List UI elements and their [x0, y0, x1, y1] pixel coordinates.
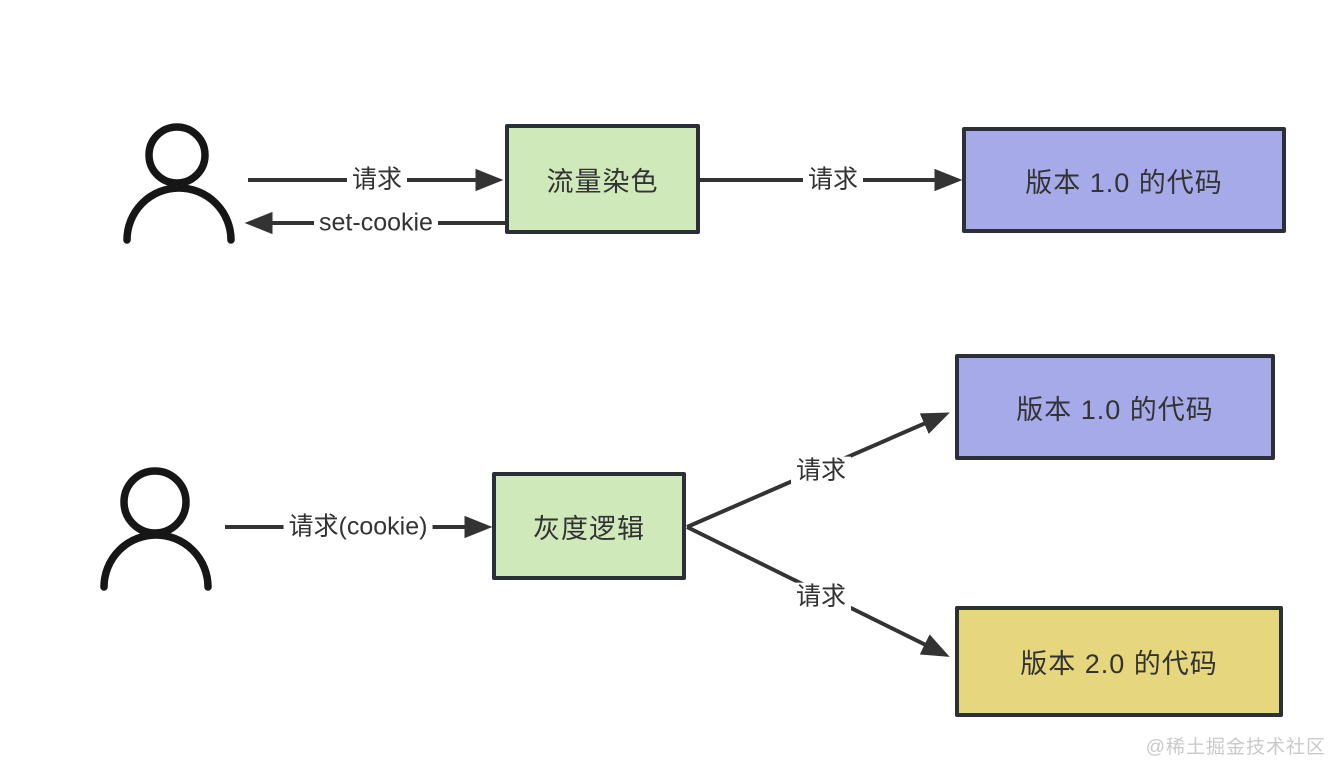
user-shoulders	[123, 184, 235, 244]
edge-label-request-top: 请求	[346, 165, 408, 195]
user-head	[120, 467, 190, 537]
edge-label-set-cookie: set-cookie	[314, 208, 438, 238]
user-head	[145, 123, 209, 187]
edge-label-request-to-v1: 请求	[802, 165, 864, 195]
node-version1-bottom: 版本 1.0 的代码	[955, 354, 1275, 460]
node-gray-logic: 灰度逻辑	[492, 472, 686, 580]
user-icon	[100, 467, 212, 591]
user-shoulders	[100, 531, 212, 591]
user-icon	[123, 123, 235, 244]
edge-label-branch-v1: 请求	[790, 456, 852, 486]
edge-label-request-cookie: 请求(cookie)	[283, 512, 433, 542]
node-version2: 版本 2.0 的代码	[955, 606, 1283, 717]
watermark: @稀土掘金技术社区	[1145, 737, 1326, 758]
node-traffic-dye: 流量染色	[505, 124, 700, 234]
node-version1-top: 版本 1.0 的代码	[962, 127, 1286, 233]
edge-label-branch-v2: 请求	[790, 582, 852, 612]
